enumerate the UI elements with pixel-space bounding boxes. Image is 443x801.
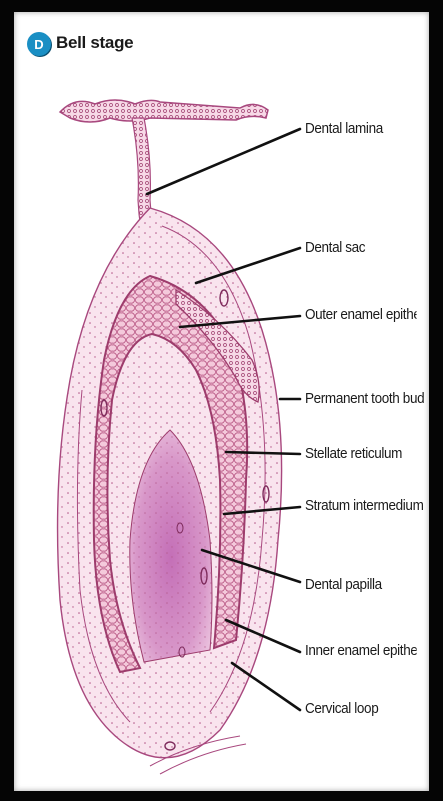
label-stratum-intermedium: Stratum intermedium [305,497,423,514]
label-inner-enamel-epithelium: Inner enamel epithelium [305,642,417,659]
stage-badge: D [27,32,51,56]
label-cervical-loop: Cervical loop [305,700,378,717]
stage-title: Bell stage [56,33,133,53]
oral-epithelium [60,100,268,122]
label-dental-sac: Dental sac [305,239,365,256]
label-outer-enamel-epithelium: Outer enamel epithelium [305,306,417,323]
label-dental-lamina: Dental lamina [305,120,383,137]
label-stellate-reticulum: Stellate reticulum [305,445,402,462]
label-dental-papilla: Dental papilla [305,576,382,593]
label-permanent-tooth-bud: Permanent tooth bud [305,390,424,407]
leader-dental-lamina [147,129,300,194]
